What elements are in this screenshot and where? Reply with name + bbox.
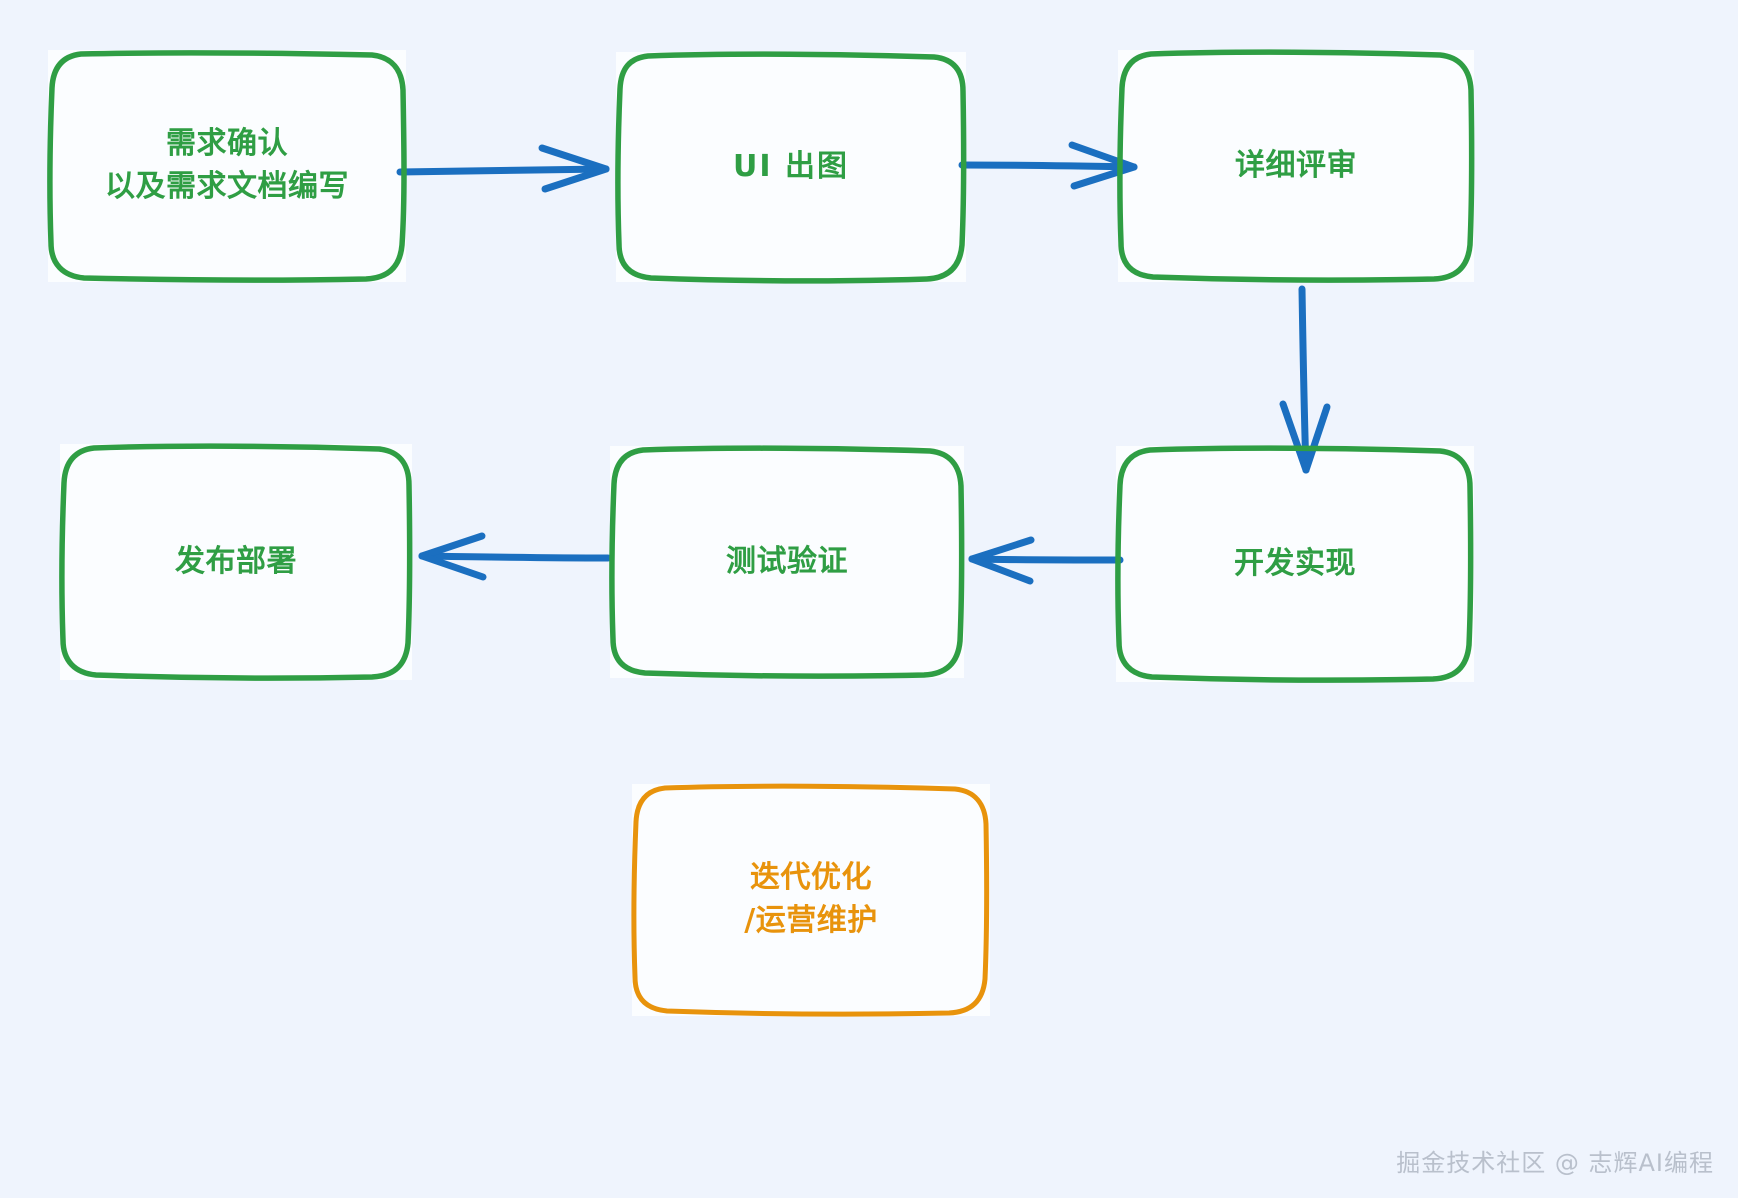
node-frame-rough	[1115, 445, 1474, 683]
node-development[interactable]: 开发实现	[1115, 445, 1474, 683]
arrow-test-to-deploy	[418, 532, 612, 581]
node-label: 迭代优化 /运营维护	[744, 860, 878, 938]
arrow-review-to-dev	[1279, 285, 1331, 474]
node-label: 开发实现	[1234, 545, 1356, 581]
node-frame-rough	[631, 783, 990, 1017]
node-frame-rough	[59, 443, 413, 681]
node-label: 发布部署	[175, 543, 297, 579]
node-iterate-optimize[interactable]: 迭代优化 /运营维护	[631, 783, 990, 1017]
arrow-requirements-to-ui	[396, 144, 610, 193]
node-frame-rough	[615, 51, 967, 284]
node-frame-rough	[47, 50, 407, 283]
node-ui-design[interactable]: UI 出图	[615, 51, 967, 284]
watermark: 掘金技术社区 @ 志辉AI编程	[1396, 1149, 1714, 1177]
node-release-deploy[interactable]: 发布部署	[59, 443, 413, 681]
node-label: UI 出图	[733, 148, 849, 184]
arrow-ui-to-review	[958, 141, 1138, 190]
node-detailed-review[interactable]: 详细评审	[1117, 49, 1475, 283]
node-label: 详细评审	[1235, 147, 1357, 183]
node-frame-rough	[609, 445, 965, 679]
arrow-dev-to-test	[968, 536, 1124, 585]
node-requirements[interactable]: 需求确认 以及需求文档编写	[47, 50, 407, 283]
node-label: 测试验证	[726, 543, 848, 579]
node-frame-rough	[1117, 49, 1475, 283]
node-label: 需求确认 以及需求文档编写	[105, 126, 349, 204]
node-test-verification[interactable]: 测试验证	[609, 445, 965, 679]
